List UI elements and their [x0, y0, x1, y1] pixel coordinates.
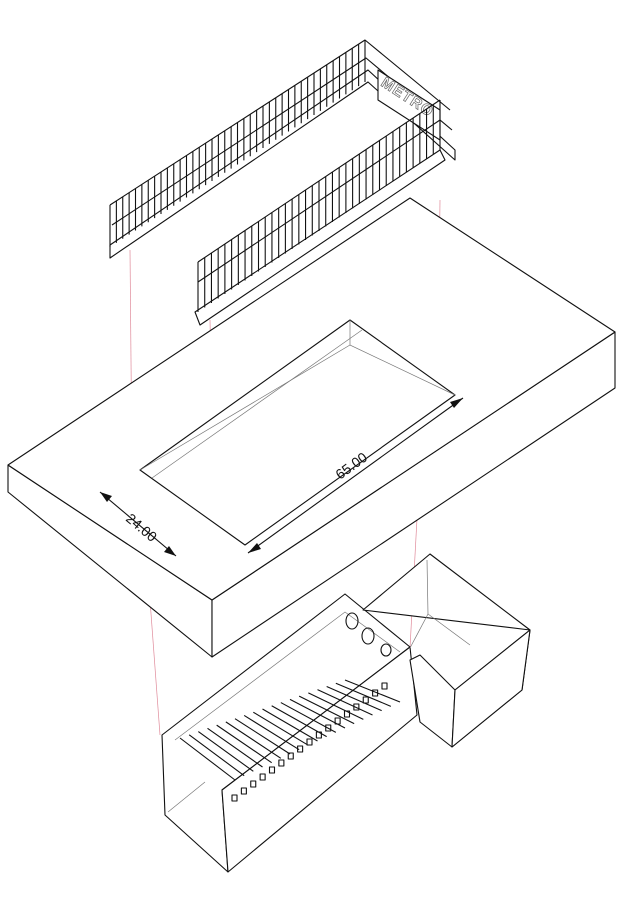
vent-slot [259, 773, 266, 781]
pipe-fitting [345, 612, 359, 630]
stair-step [317, 689, 373, 716]
stair-step [335, 682, 392, 707]
slab [7, 197, 616, 658]
stair-step [207, 727, 263, 768]
stair-step [216, 724, 272, 764]
pipe-fitting [361, 627, 375, 645]
vent-slot [362, 696, 369, 704]
stair-step [280, 702, 337, 733]
vent-slot [306, 738, 313, 746]
vent-slot [231, 794, 238, 802]
railing-front [194, 99, 446, 326]
vent-slot [343, 710, 351, 718]
stair-step [225, 721, 282, 759]
stair-step [234, 718, 291, 755]
stair-step [198, 731, 254, 772]
vent-slot [278, 759, 285, 767]
stair-steps [179, 679, 401, 781]
stair-step [243, 714, 300, 751]
stair-step [289, 698, 346, 729]
stair-step [262, 708, 318, 742]
vent-slot [250, 780, 257, 788]
vent-slot [297, 745, 304, 753]
stair-step [188, 734, 245, 777]
vent-slot [334, 717, 341, 725]
pipe-fitting [380, 643, 392, 657]
vent-slot [315, 731, 322, 739]
stair-step [308, 692, 364, 720]
vent-slot [240, 787, 247, 795]
vent-slot [353, 703, 360, 711]
stair-step [179, 737, 236, 781]
stair-step [326, 685, 382, 712]
annex-box [362, 553, 531, 748]
vent-slot [325, 724, 332, 732]
vent-slots [231, 682, 388, 802]
vent-slot [268, 766, 276, 774]
vent-slot [372, 689, 379, 697]
stair-step [298, 695, 355, 725]
stair-box [161, 593, 418, 873]
stair-step [253, 711, 309, 746]
vent-slot [287, 752, 294, 760]
vent-slot [381, 682, 388, 690]
